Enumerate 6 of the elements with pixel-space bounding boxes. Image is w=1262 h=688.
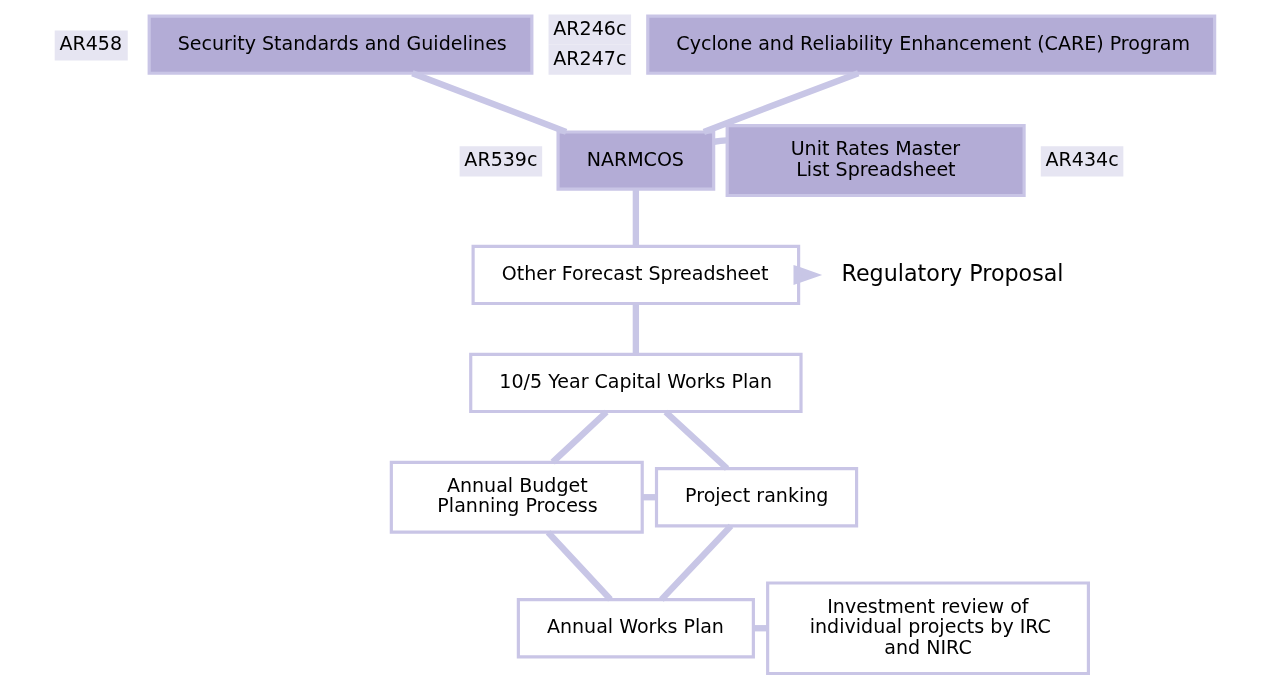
node-label: AR539c xyxy=(463,148,537,171)
node-label: AR246c xyxy=(552,16,626,39)
node-text: Regulatory Proposal xyxy=(841,259,1064,286)
node-label: AR434c xyxy=(1045,148,1119,171)
node-label: AR458 xyxy=(58,32,122,55)
node-label: AR247c xyxy=(552,46,626,69)
